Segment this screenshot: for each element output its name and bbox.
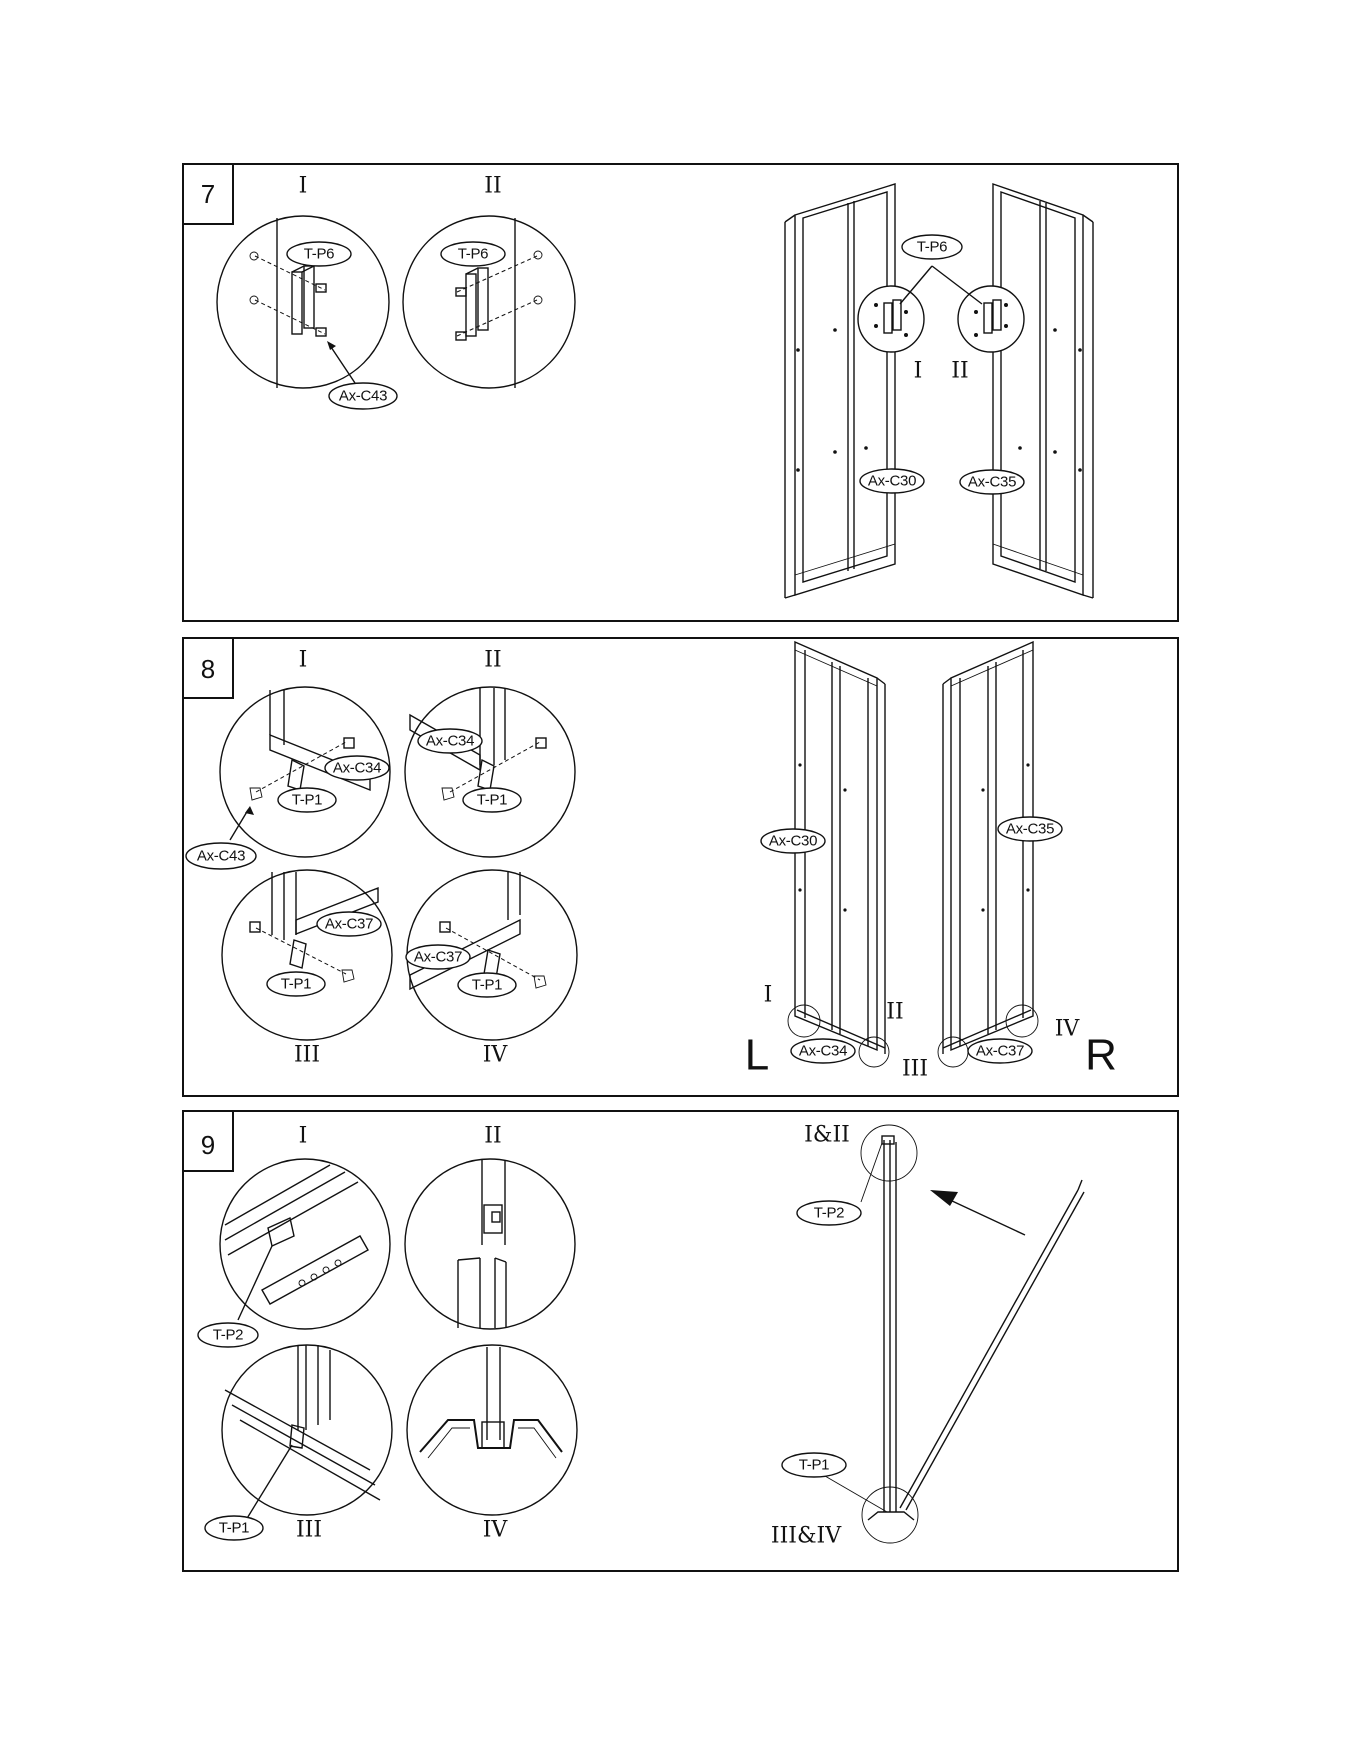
step-9-vertical-panel [868,1136,914,1520]
step-9-tag-d1-tp2: T-P2 [198,1323,258,1347]
step-9-detail-iii [222,1345,392,1520]
step-9-tag-d3-tp1: T-P1 [205,1516,263,1540]
svg-text:T-P6: T-P6 [458,246,488,263]
svg-text:T-P1: T-P1 [477,792,507,809]
step-7-detail-i-label: I [299,174,308,199]
step-8-tag-d2-tp1: T-P1 [463,788,521,812]
step-7-detail-ii-label: II [484,174,501,199]
step-8-right-frame [943,642,1033,1054]
step-8-ov-zoom-i [788,1005,820,1037]
step-7-overview-i: I [914,359,923,384]
step-8-tag-ov-axc34: Ax-C34 [791,1039,855,1063]
svg-text:Ax-C35: Ax-C35 [968,474,1016,491]
svg-text:T-P1: T-P1 [219,1520,249,1537]
step-9-inclined-panel [900,1180,1084,1510]
step-7-right-panel [993,184,1093,598]
svg-text:Ax-C37: Ax-C37 [976,1043,1024,1060]
step-8-ov-iv: IV [1055,1017,1081,1042]
svg-text:Ax-C34: Ax-C34 [333,760,381,777]
step-8-tag-ov-axc37: Ax-C37 [968,1039,1032,1063]
step-7-number: 7 [201,179,215,209]
step-9-panel: 9 I II III IV T-P2 [183,1111,1178,1571]
svg-text:T-P1: T-P1 [799,1457,829,1474]
step-8-ov-ii: II [886,1000,903,1025]
step-7-detail-ii [403,216,575,388]
step-9-tag-top-tp2: T-P2 [797,1201,861,1225]
step-8-ov-iii: III [902,1057,928,1082]
svg-text:Ax-C30: Ax-C30 [769,833,817,850]
step-7-overview-tag-tp6: T-P6 [902,235,962,259]
step-7-detail-i [217,216,389,388]
svg-text:T-P6: T-P6 [304,246,334,263]
step-9-top-zoom-circle [861,1125,917,1181]
step-7-left-panel [785,184,895,598]
step-7-tag-tp6-b: T-P6 [441,242,505,266]
step-8-panel: 8 I II III IV Ax-C34 T-P1 Ax-C43 [183,638,1178,1096]
svg-text:Ax-C37: Ax-C37 [325,916,373,933]
step-8-left-side-label: L [745,1031,769,1080]
step-8-number: 8 [201,654,215,684]
step-7-overview-zoom-left [858,286,924,352]
step-7-tag-axc43: Ax-C43 [329,383,397,409]
svg-text:T-P1: T-P1 [281,976,311,993]
step-9-tag-bottom-tp1: T-P1 [782,1453,846,1477]
svg-text:Ax-C30: Ax-C30 [868,473,916,490]
step-8-tag-d1-tp1: T-P1 [278,788,336,812]
svg-text:Ax-C34: Ax-C34 [799,1043,847,1060]
step-8-tag-d3-axc37: Ax-C37 [317,912,381,936]
step-7-panel: 7 I II T-P6 Ax-C43 [183,164,1178,621]
step-8-detail-iv-label: IV [483,1043,509,1068]
step-8-tag-d2-axc34: Ax-C34 [418,729,482,753]
step-8-tag-d4-tp1: T-P1 [458,973,516,997]
step-9-bottom-ref: III&IV [771,1524,842,1549]
step-7-tag-axc30: Ax-C30 [860,469,924,493]
step-8-detail-ii-label: II [484,648,501,673]
svg-text:Ax-C43: Ax-C43 [197,848,245,865]
step-9-number: 9 [201,1130,215,1160]
step-9-detail-ii [405,1159,575,1329]
step-8-ov-i: I [764,983,773,1008]
step-8-tag-ov-axc35: Ax-C35 [998,817,1062,841]
step-8-tag-axc43: Ax-C43 [186,843,256,869]
step-9-detail-iii-label: III [296,1518,322,1543]
step-9-detail-i [220,1159,390,1329]
svg-text:Ax-C34: Ax-C34 [426,733,474,750]
svg-text:Ax-C43: Ax-C43 [339,388,387,405]
svg-text:T-P2: T-P2 [814,1205,844,1222]
svg-text:T-P2: T-P2 [213,1327,243,1344]
step-9-detail-iv [407,1345,577,1515]
step-8-detail-ii [405,687,575,857]
svg-text:T-P6: T-P6 [917,239,947,256]
step-8-tag-d4-axc37: Ax-C37 [406,945,470,969]
step-7-overview-ii: II [951,359,968,384]
step-7-tag-tp6-a: T-P6 [287,242,351,266]
step-9-detail-ii-label: II [484,1124,501,1149]
step-8-tag-d1-axc34: Ax-C34 [325,756,389,780]
step-9-top-ref: I&II [804,1123,850,1148]
svg-text:T-P1: T-P1 [472,977,502,994]
step-7-tag-axc35: Ax-C35 [960,470,1024,494]
step-8-detail-i-label: I [299,648,308,673]
step-8-detail-iii [222,870,392,1040]
step-8-tag-d3-tp1: T-P1 [267,972,325,996]
svg-text:T-P1: T-P1 [292,792,322,809]
step-9-detail-iv-label: IV [483,1518,509,1543]
step-7-overview-zoom-right [958,286,1024,352]
svg-text:Ax-C35: Ax-C35 [1006,821,1054,838]
step-8-tag-ov-axc30: Ax-C30 [761,829,825,853]
step-8-detail-iii-label: III [294,1043,320,1068]
step-9-detail-i-label: I [299,1124,308,1149]
step-9-direction-arrow [930,1190,1025,1235]
svg-text:Ax-C37: Ax-C37 [414,949,462,966]
step-8-right-side-label: R [1085,1031,1117,1080]
